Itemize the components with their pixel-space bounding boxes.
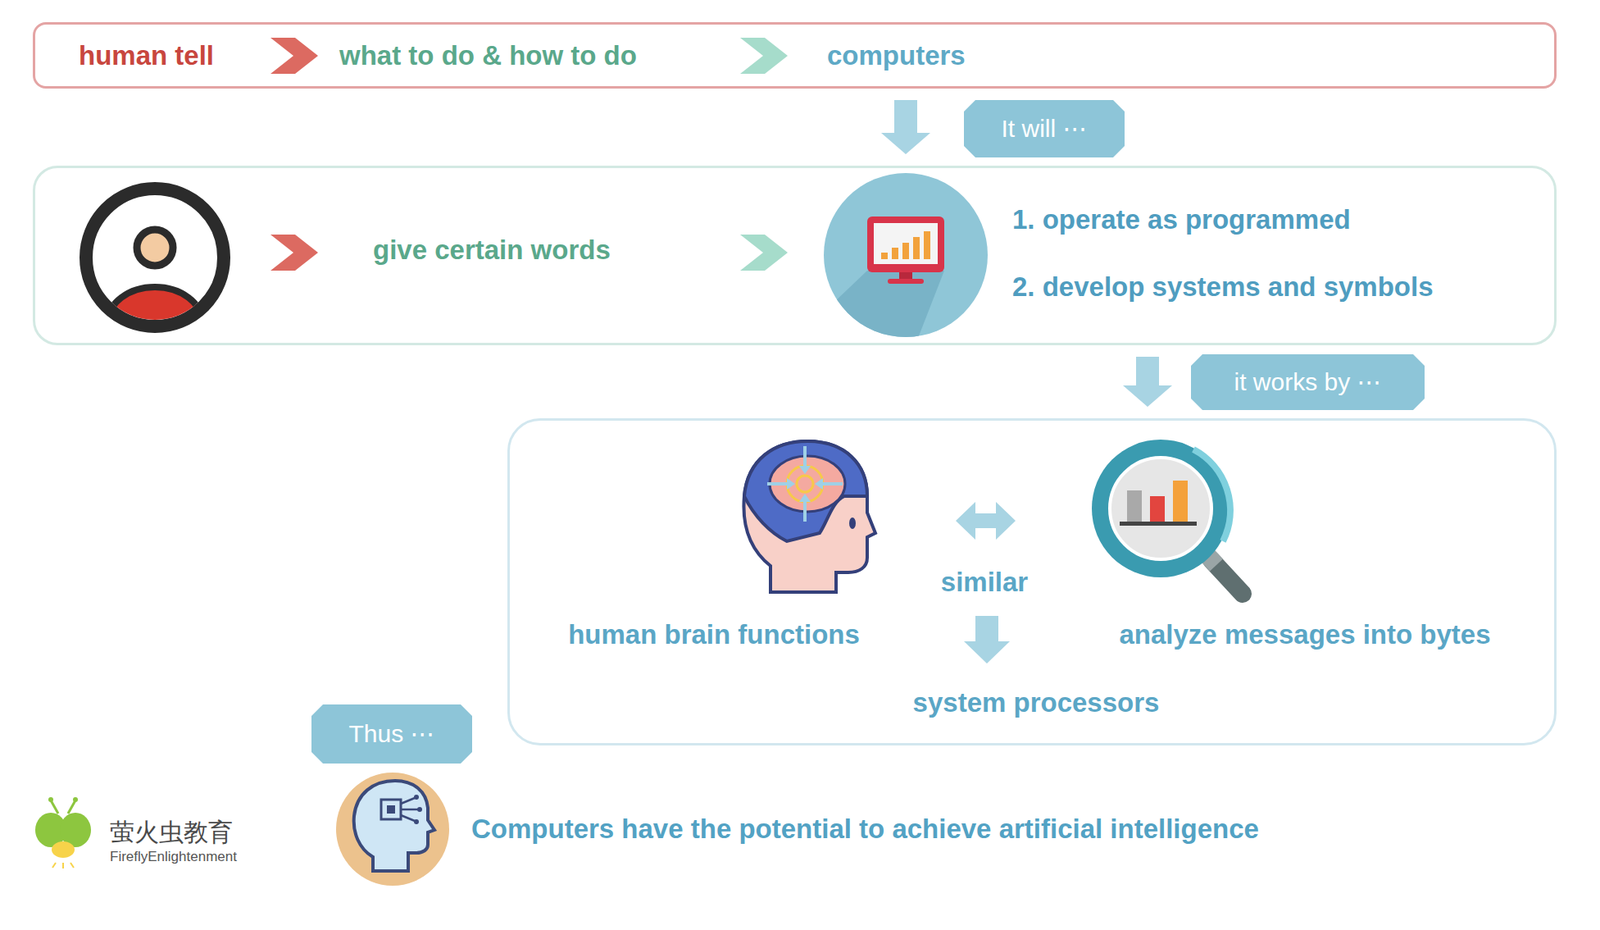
person-icon-part-part (107, 286, 203, 360)
firefly-logo-part (70, 862, 74, 868)
node-text: computers (827, 39, 966, 73)
node-text: similar (940, 565, 1028, 599)
brain-head-icon-part (849, 517, 856, 529)
firefly-logo-part (72, 796, 78, 802)
firefly-logo-part (52, 862, 56, 868)
person-icon (86, 188, 224, 360)
brain-head-icon-part (743, 440, 876, 592)
ai-head-icon-part (336, 772, 450, 886)
firefly-logo-part (48, 796, 54, 802)
node-text: 1. operate as programmed (1012, 203, 1351, 237)
node-text: human brain functions (568, 618, 860, 651)
node-text: human tell (78, 39, 214, 73)
firefly-logo-part (50, 800, 59, 814)
monitor-icon-part (881, 252, 888, 260)
chevron-arrow-part (270, 234, 319, 271)
process-box: give certain words 1. operate as programm… (32, 165, 1557, 346)
firefly-logo-part (62, 862, 64, 869)
chevron-arrow (270, 37, 788, 271)
logo-subtext: FireflyEnlightenment (109, 848, 237, 865)
ai-head-icon-part (413, 818, 419, 824)
flow-arrow (1122, 356, 1173, 407)
mechanism-box: human brain functions similar analyze mess… (507, 418, 1557, 746)
ai-head-icon-part (381, 799, 401, 819)
step-pill: Thus ⋯ (311, 704, 473, 764)
magnifier-icon (1091, 439, 1243, 594)
pill-text: it works by ⋯ (1233, 367, 1382, 397)
magnifier-icon-part (1091, 439, 1230, 578)
monitor-icon-part (815, 270, 945, 349)
down-arrow (963, 615, 1010, 664)
brain-head-icon-part (796, 475, 814, 492)
ai-head-icon-part (413, 794, 419, 800)
magnifier-icon-part (1109, 457, 1212, 560)
pill-fill (1190, 354, 1425, 410)
brain-head-icon-part (786, 477, 796, 490)
down-arrow-part (963, 615, 1010, 664)
pill-text: It will ⋯ (1001, 113, 1088, 144)
step-pill: it works by ⋯ (1190, 354, 1425, 410)
ai-head-icon-part (400, 808, 419, 811)
double-arrow (955, 501, 1016, 540)
monitor-icon-part (902, 242, 910, 260)
monitor-icon-part (891, 247, 899, 260)
monitor-icon-part (887, 278, 924, 284)
double-arrow-part (955, 501, 1016, 540)
conclusion-text: Computers have the potential to achieve … (471, 812, 1260, 846)
chevron-arrow-part (270, 37, 319, 74)
monitor-icon-part (899, 272, 913, 280)
brain-head-icon-part (786, 465, 823, 502)
logo-text: 萤火虫教育 (109, 817, 233, 847)
magnifier-icon-part (1119, 521, 1197, 526)
monitor-icon-part (867, 216, 945, 273)
monitor-icon-part (913, 236, 920, 260)
person-icon-part (136, 229, 173, 266)
firefly-logo-part (68, 800, 76, 814)
magnifier-icon-part (1150, 495, 1165, 522)
node-text: analyze messages into bytes (1118, 618, 1491, 651)
firefly-logo-part (51, 840, 75, 858)
monitor-icon (815, 172, 988, 349)
ai-head-icon-part (417, 806, 423, 812)
monitor-icon-part (923, 231, 931, 260)
brain-head-icon-part (799, 465, 811, 474)
ai-head-icon-part (386, 804, 396, 814)
firefly-logo (35, 796, 91, 869)
statement-box: human tell what to do & how to do computer… (32, 22, 1557, 89)
node-text: 2. develop systems and symbols (1012, 270, 1434, 304)
ai-head-icon-part (400, 814, 415, 821)
node-text: give certain words (372, 233, 611, 267)
pill-fill (311, 704, 473, 764)
node-text: system processors (913, 686, 1160, 719)
brain-head-icon-part (744, 440, 868, 541)
magnifier-icon-part (1127, 490, 1142, 522)
pill-fill (963, 100, 1125, 158)
ai-head-icon-part (400, 797, 415, 804)
chevron-arrow-part (740, 234, 788, 271)
ai-head-icon (336, 772, 450, 886)
brain-head-icon-part (814, 477, 823, 490)
chevron-arrow-part (740, 37, 788, 74)
node-text: what to do & how to do (339, 39, 637, 73)
magnifier-icon-part (1172, 480, 1188, 522)
brain-head-icon-part (799, 493, 811, 502)
ai-head-icon-part (354, 780, 435, 871)
flow-arrow (881, 100, 931, 155)
monitor-icon-part (873, 222, 938, 264)
person-icon-part (107, 286, 203, 360)
brain-head-icon (743, 440, 876, 592)
step-pill: It will ⋯ (963, 100, 1125, 158)
pill-text: Thus ⋯ (348, 718, 435, 749)
